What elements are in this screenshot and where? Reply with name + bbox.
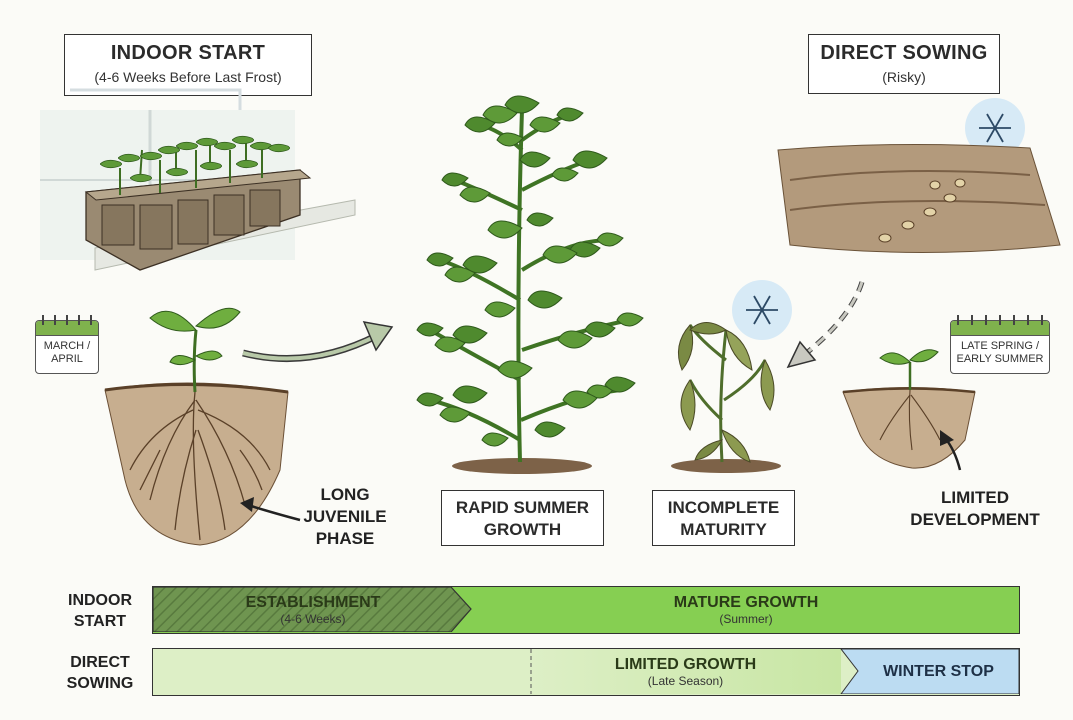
indoor-start-box: INDOOR START (4-6 Weeks Before Last Fros… [64, 34, 312, 96]
wilting-plant [671, 322, 781, 473]
tomato-plant-icon [416, 95, 644, 474]
direct-sowing-title: DIRECT SOWING [820, 42, 988, 64]
calendar-icon: MARCH /APRIL [35, 315, 99, 374]
direct-sowing-box: DIRECT SOWING (Risky) [808, 34, 1000, 94]
indoor-start-title: INDOOR START [110, 42, 266, 64]
snowflake-icon [965, 98, 1025, 158]
direct-sowing-subtitle: (Risky) [882, 69, 926, 85]
calendar-icon: LATE SPRING /EARLY SUMMER [950, 315, 1050, 374]
establishment-segment: ESTABLISHMENT (4-6 Weeks) [245, 594, 381, 626]
illustration [40, 88, 1061, 546]
limited-growth-segment: LIMITED GROWTH (Late Season) [614, 656, 757, 688]
late-seedling [842, 349, 976, 469]
indoor-timeline-bar: ESTABLISHMENT (4-6 Weeks) MATURE GROWTH … [152, 586, 1020, 634]
calendar-left-line2: APRIL [51, 353, 83, 365]
calendar-right-line1: LATE SPRING / [960, 340, 1040, 352]
winter-stop-segment: WINTER STOP [883, 663, 994, 680]
direct-timeline-bar: LIMITED GROWTH (Late Season) WINTER STOP [152, 648, 1020, 696]
indoor-start-subtitle: (4-6 Weeks Before Last Frost) [94, 69, 282, 85]
mature-growth-segment: MATURE GROWTH (Summer) [673, 594, 819, 626]
soil-field [777, 143, 1061, 253]
snowflake-icon [732, 280, 792, 340]
seed-tray-icon [40, 88, 356, 271]
calendar-right-line2: EARLY SUMMER [956, 353, 1044, 365]
calendar-left-line1: MARCH / [43, 340, 91, 352]
